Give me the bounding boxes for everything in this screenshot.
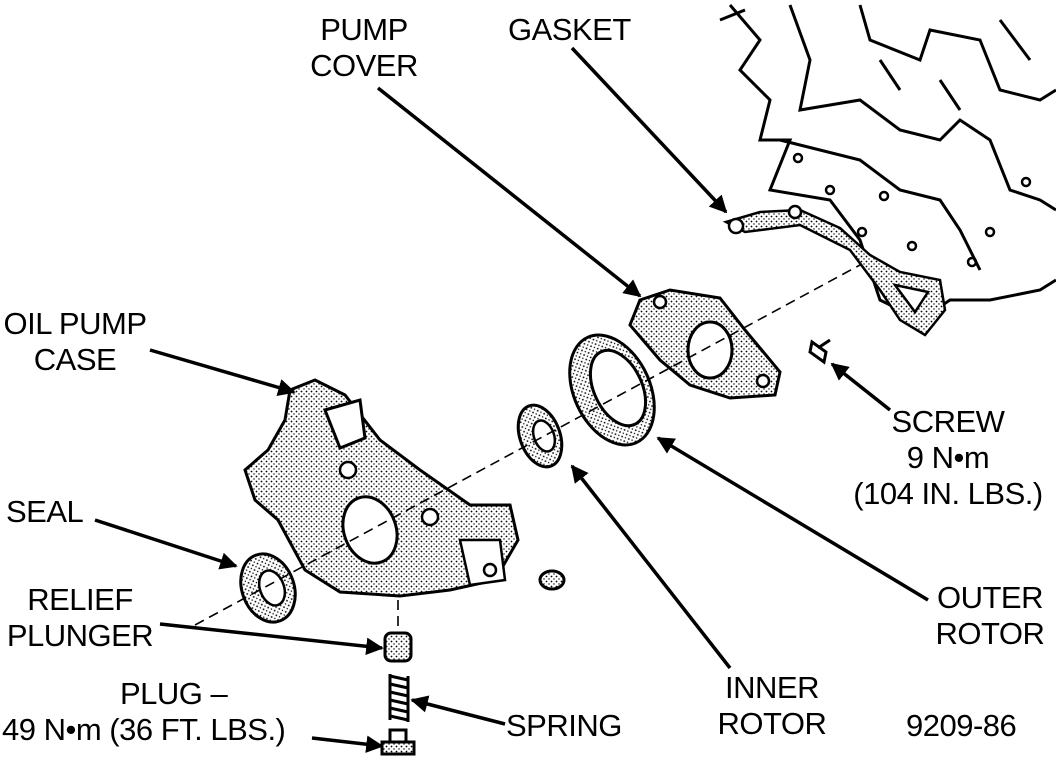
label-oil-pump-case-line1: OIL PUMP (3, 306, 148, 341)
label-pump-cover-line2: COVER (310, 48, 418, 83)
plug-shape (380, 728, 416, 756)
label-relief-plunger-line1: RELIEF (27, 582, 133, 617)
relief-plunger-shape (383, 631, 413, 663)
case-plug-shape (538, 569, 566, 591)
assembly-centerline (194, 264, 861, 633)
label-pump-cover: PUMP COVER (296, 12, 432, 84)
label-inner-rotor: INNER ROTOR (712, 670, 832, 742)
label-outer-rotor-line2: ROTOR (935, 616, 1045, 651)
label-screw-line2: 9 N•m (906, 440, 990, 475)
label-oil-pump-case-line2: CASE (33, 342, 117, 377)
engine-block (719, 4, 1056, 322)
label-pump-cover-line1: PUMP (320, 12, 408, 47)
label-gasket: GASKET (508, 12, 631, 47)
seal-shape (239, 552, 297, 624)
oil-pump-case-shape (243, 378, 520, 598)
label-oil-pump-case: OIL PUMP CASE (0, 306, 150, 378)
label-outer-rotor-line1: OUTER (937, 580, 1044, 615)
label-inner-rotor-line1: INNER (725, 670, 819, 705)
screw-shape (808, 338, 831, 365)
label-inner-rotor-line2: ROTOR (717, 706, 827, 741)
label-plug-line1: PLUG – (120, 676, 228, 711)
label-screw: SCREW 9 N•m (104 IN. LBS.) (846, 404, 1050, 512)
label-relief-plunger-line2: PLUNGER (6, 618, 154, 653)
pump-cover-shape (628, 288, 782, 400)
label-screw-line3: (104 IN. LBS.) (853, 476, 1043, 511)
inner-rotor-shape (516, 403, 564, 469)
leader-arrows (94, 46, 929, 753)
gasket-shape (722, 204, 947, 337)
outer-rotor-shape (568, 333, 656, 447)
label-plug-line2: 49 N•m (36 FT. LBS.) (2, 712, 286, 747)
label-screw-line1: SCREW (891, 404, 1005, 439)
label-seal: SEAL (6, 494, 84, 529)
block-bolt-holes (792, 152, 1032, 268)
figure-id: 9209-86 (906, 708, 1017, 743)
label-spring: SPRING (506, 708, 622, 743)
label-relief-plunger: RELIEF PLUNGER (0, 582, 160, 654)
label-outer-rotor: OUTER ROTOR (930, 580, 1050, 652)
spring-shape (388, 674, 410, 722)
